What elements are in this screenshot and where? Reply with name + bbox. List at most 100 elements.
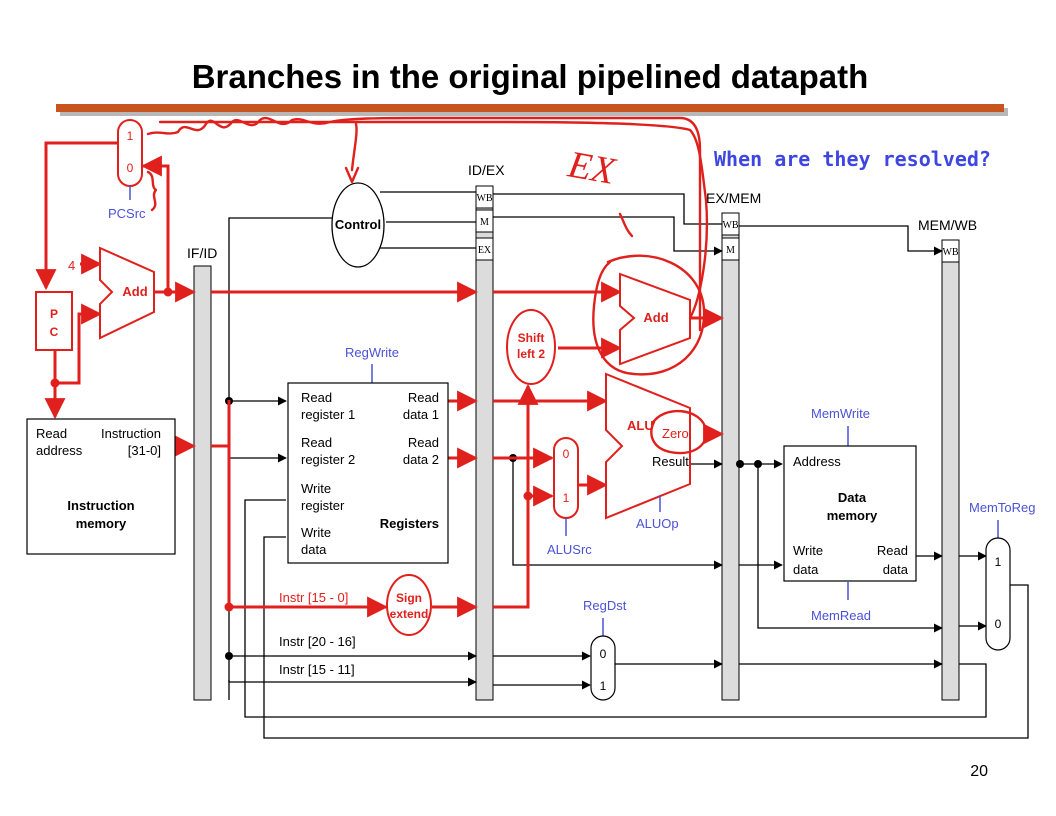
dm-address-label: Address bbox=[793, 454, 841, 469]
circle-around-zero bbox=[650, 409, 708, 455]
red-junction-dot bbox=[224, 602, 234, 612]
pc-label-bottom: C bbox=[50, 325, 59, 339]
shift-left-label-2: left 2 bbox=[517, 347, 545, 361]
alusrc-label: ALUSrc bbox=[547, 542, 592, 557]
im-read-label: Read bbox=[36, 426, 67, 441]
dm-write-data-2: data bbox=[793, 562, 819, 577]
ex-annotation: EX bbox=[564, 143, 620, 193]
id-ex-m-text: M bbox=[480, 217, 489, 228]
rf-read-reg2-a: Read bbox=[301, 435, 332, 450]
alu-result-label: Result bbox=[652, 454, 689, 469]
red-junction-dot bbox=[50, 378, 60, 388]
rf-read-data1-a: Read bbox=[408, 390, 439, 405]
id-ex-m-field bbox=[475, 209, 494, 233]
ex-mem-register bbox=[721, 212, 740, 701]
if-id-register bbox=[193, 265, 212, 701]
pc-adder bbox=[99, 246, 155, 340]
pc-label-top: P bbox=[50, 307, 58, 321]
control-input-wire bbox=[350, 122, 358, 172]
pcsrc-mux-input-1: 1 bbox=[127, 129, 134, 143]
alusrc-mux-input-1: 1 bbox=[563, 491, 570, 505]
dm-write-data-1: Write bbox=[793, 543, 823, 558]
id-ex-wb-field bbox=[475, 185, 494, 209]
handwritten-mark bbox=[618, 212, 634, 238]
mem-wb-register bbox=[941, 239, 960, 701]
red-junction-dot bbox=[523, 491, 533, 501]
title-underline bbox=[56, 104, 1004, 112]
pc-adder-label: Add bbox=[122, 284, 147, 299]
regdst-label: RegDst bbox=[583, 598, 627, 613]
squiggle-wire bbox=[146, 116, 702, 332]
rf-write-reg-a: Write bbox=[301, 481, 331, 496]
rf-read-reg1-a: Read bbox=[301, 390, 332, 405]
rf-read-reg2-b: register 2 bbox=[301, 452, 355, 467]
memtoreg-mux-input-1: 1 bbox=[995, 555, 1002, 569]
rf-read-data1-b: data 1 bbox=[403, 407, 439, 422]
branch-adder-label: Add bbox=[643, 310, 668, 325]
id-ex-label: ID/EX bbox=[468, 162, 505, 178]
rf-write-data-a: Write bbox=[301, 525, 331, 540]
regdst-mux bbox=[590, 635, 616, 701]
shift-left-label-1: Shift bbox=[518, 331, 545, 345]
question-text: When are they resolved? bbox=[714, 147, 991, 171]
instr-rt-label: Instr [20 - 16] bbox=[279, 634, 356, 649]
rf-title: Registers bbox=[380, 516, 439, 531]
im-title-2: memory bbox=[76, 516, 127, 531]
regdst-mux-input-0: 0 bbox=[600, 647, 607, 661]
rf-read-reg1-b: register 1 bbox=[301, 407, 355, 422]
dm-read-data-2: data bbox=[883, 562, 909, 577]
alu bbox=[605, 372, 691, 520]
im-instruction-label: Instruction bbox=[101, 426, 161, 441]
id-ex-register bbox=[475, 185, 494, 701]
id-ex-wb-text: WB bbox=[476, 193, 492, 204]
rf-write-reg-b: register bbox=[301, 498, 345, 513]
dm-title-2: memory bbox=[827, 508, 878, 523]
constant-four: 4 bbox=[68, 258, 75, 273]
memwrite-label: MemWrite bbox=[811, 406, 870, 421]
memtoreg-label: MemToReg bbox=[969, 500, 1035, 515]
control-input-arrow bbox=[344, 166, 360, 184]
data-memory bbox=[783, 445, 917, 582]
red-junction-dot bbox=[163, 287, 173, 297]
memread-label: MemRead bbox=[811, 608, 871, 623]
control-unit bbox=[331, 182, 385, 268]
instruction-memory bbox=[26, 418, 176, 555]
junction-dot bbox=[754, 460, 762, 468]
alu-label: ALU bbox=[627, 418, 654, 433]
register-file bbox=[287, 382, 449, 564]
id-ex-ex-field bbox=[475, 237, 494, 261]
pcsrc-mux-input-0: 0 bbox=[127, 161, 134, 175]
sign-extend-unit bbox=[386, 574, 432, 636]
slide-title: Branches in the original pipelined datap… bbox=[192, 58, 869, 95]
im-title-1: Instruction bbox=[67, 498, 134, 513]
pc-register bbox=[35, 291, 73, 351]
mem-wb-wb-text: WB bbox=[942, 247, 958, 258]
ex-mem-m-text: M bbox=[726, 245, 735, 256]
branch-target-wire bbox=[158, 120, 709, 320]
aluop-label: ALUOp bbox=[636, 516, 679, 531]
im-instruction-bits: [31-0] bbox=[128, 443, 161, 458]
if-id-label: IF/ID bbox=[187, 245, 217, 261]
regwrite-label: RegWrite bbox=[345, 345, 399, 360]
handwritten-annotations bbox=[146, 116, 709, 455]
dm-title-1: Data bbox=[838, 490, 867, 505]
pcsrc-label: PCSrc bbox=[108, 206, 146, 221]
page-number: 20 bbox=[970, 763, 988, 780]
id-ex-ex-text: EX bbox=[478, 245, 492, 256]
scribble-mark bbox=[146, 170, 158, 212]
instr-imm-label: Instr [15 - 0] bbox=[279, 590, 348, 605]
control-label: Control bbox=[335, 217, 381, 232]
ex-mem-wb-text: WB bbox=[722, 220, 738, 231]
instr-rd-label: Instr [15 - 11] bbox=[279, 662, 355, 677]
im-address-label: address bbox=[36, 443, 83, 458]
alusrc-mux-input-0: 0 bbox=[563, 447, 570, 461]
memtoreg-mux-input-0: 0 bbox=[995, 617, 1002, 631]
junction-dot bbox=[736, 460, 744, 468]
branch-adder bbox=[619, 272, 691, 366]
rf-read-data2-b: data 2 bbox=[403, 452, 439, 467]
ex-mem-label: EX/MEM bbox=[706, 190, 761, 206]
rf-read-data2-a: Read bbox=[408, 435, 439, 450]
junction-dot bbox=[225, 652, 233, 660]
